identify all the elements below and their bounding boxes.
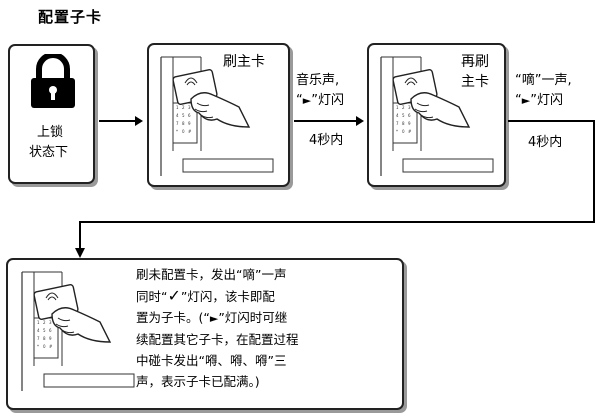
- step-swipe-again-label-1: 再刷: [461, 54, 489, 70]
- desc-line-4: 续配置其它子卡，在配置过程: [136, 332, 299, 347]
- flash-text: ”灯闪: [530, 93, 563, 108]
- step-swipe-master-box: 刷主卡: [147, 43, 290, 187]
- step-swipe-sub-card-box: [6, 258, 404, 410]
- arrow-right-icon: [99, 116, 143, 126]
- desc-line-5: 中碰卡发出“嘚、嘚、嘚”三: [136, 353, 287, 368]
- arrow1-text-1: 音乐声,: [296, 73, 340, 88]
- desc-line-3: 置为子卡。(“►”灯闪时可继: [136, 307, 398, 329]
- desc-line-1: 刷未配置卡，发出“嘀”一声: [136, 267, 287, 282]
- arrow2-text-2: “►”灯闪: [515, 92, 563, 110]
- play-icon: ►: [521, 94, 531, 107]
- desc-text: ”灯闪时可继: [218, 310, 288, 325]
- lock-panel-card-illustration: [12, 266, 135, 394]
- flash-text: ”灯闪: [311, 93, 344, 108]
- connector-arrow: [75, 120, 595, 258]
- play-icon: ►: [302, 94, 312, 107]
- step-locked-label-1: 上锁: [37, 125, 64, 140]
- arrow1-text-2: “►”灯闪: [296, 92, 344, 110]
- arrow1-time: 4秒内: [309, 133, 344, 148]
- step-swipe-master-label: 刷主卡: [223, 54, 265, 70]
- step-sub-card-description: 刷未配置卡，发出“嘀”一声 同时“✓”灯闪，该卡即配 置为子卡。(“►”灯闪时可…: [136, 264, 398, 392]
- check-icon: ✓: [167, 286, 181, 305]
- step-locked-label-2: 状态下: [29, 145, 69, 160]
- quote-open: “: [296, 93, 303, 108]
- desc-text: 置为子卡。(“: [136, 310, 210, 325]
- desc-line-6: 声，表示子卡已配满。): [136, 374, 260, 389]
- desc-line-2: 同时“✓”灯闪，该卡即配: [136, 285, 398, 307]
- desc-text: 同时“: [136, 289, 168, 304]
- page-title: 配置子卡: [38, 8, 103, 26]
- desc-text: ”灯闪，该卡即配: [180, 289, 275, 304]
- arrow2-text-1: “嘀”一声,: [515, 73, 572, 88]
- arrow-right-icon: [294, 116, 364, 126]
- arrow2-time: 4秒内: [528, 135, 563, 150]
- step-swipe-again-label-2: 主卡: [461, 74, 489, 90]
- step-swipe-master-again-box: 再刷 主卡: [367, 43, 506, 187]
- quote-open: “: [515, 93, 522, 108]
- play-icon: ►: [209, 312, 219, 325]
- padlock-icon: [31, 54, 75, 108]
- step-locked-box: 上锁 状态下: [8, 44, 95, 184]
